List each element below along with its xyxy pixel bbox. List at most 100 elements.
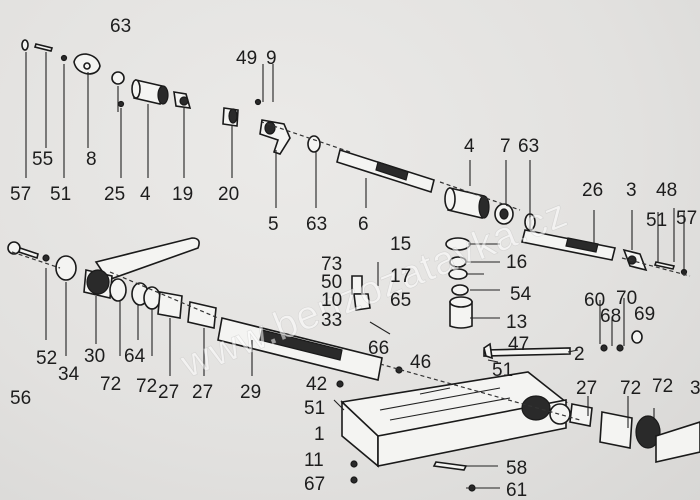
washer-part-52 bbox=[42, 254, 50, 262]
part-label-57a: 57 bbox=[10, 184, 31, 205]
housing-part-1 bbox=[340, 371, 700, 468]
part-label-73: 73 bbox=[321, 254, 342, 275]
bolt-part-55 bbox=[33, 43, 54, 52]
part-label-4a: 4 bbox=[140, 184, 151, 205]
part-label-1: 1 bbox=[314, 424, 325, 445]
bolt-part-51b bbox=[653, 261, 676, 270]
part-label-48: 48 bbox=[656, 180, 677, 201]
bushing-4b-bore bbox=[478, 195, 490, 219]
part-label-42: 42 bbox=[306, 374, 327, 395]
housing-front bbox=[377, 399, 567, 467]
part-label-17: 17 bbox=[390, 266, 411, 287]
part-label-20: 20 bbox=[218, 184, 239, 205]
housing-detail-lines bbox=[379, 387, 511, 421]
bracket-part-33 bbox=[353, 293, 371, 311]
part-label-55: 55 bbox=[32, 149, 53, 170]
part-label-57b: 57 bbox=[676, 208, 697, 229]
part-label-46: 46 bbox=[410, 352, 431, 373]
ring-part-72a bbox=[109, 278, 127, 302]
part-label-3b: 3 bbox=[690, 378, 700, 399]
part-label-52: 52 bbox=[36, 348, 57, 369]
part-label-4b: 4 bbox=[464, 136, 475, 157]
pin-part-49 bbox=[254, 98, 262, 106]
bushing-part-27b bbox=[187, 301, 217, 329]
ring-part-68 bbox=[600, 344, 608, 352]
part-label-63a: 63 bbox=[110, 16, 131, 37]
part-label-2: 2 bbox=[574, 344, 585, 365]
top-left-small-parts bbox=[21, 39, 688, 276]
part-label-26: 26 bbox=[582, 180, 603, 201]
screw-part-11 bbox=[350, 460, 358, 468]
part-label-51c: 51 bbox=[492, 360, 513, 381]
shaft-29-spline bbox=[259, 329, 343, 361]
part-label-70: 70 bbox=[616, 288, 637, 309]
bushing-4b-end bbox=[444, 187, 456, 211]
part-label-25: 25 bbox=[104, 184, 125, 205]
part-label-13: 13 bbox=[506, 312, 527, 333]
lower-small-parts bbox=[336, 366, 476, 492]
part-label-67: 67 bbox=[304, 474, 325, 495]
part-label-61: 61 bbox=[506, 480, 527, 500]
part-label-9: 9 bbox=[266, 48, 277, 69]
ring-part-69 bbox=[631, 330, 643, 344]
part-label-51a: 51 bbox=[50, 184, 71, 205]
ball-part-51 bbox=[60, 54, 68, 62]
washer-part-34 bbox=[55, 255, 77, 281]
lower-left-arm-assembly bbox=[7, 237, 383, 381]
part-label-27a: 27 bbox=[158, 382, 179, 403]
part-label-15: 15 bbox=[390, 234, 411, 255]
part-label-64: 64 bbox=[124, 346, 146, 367]
part-label-63c: 63 bbox=[518, 136, 539, 157]
part-label-27c: 27 bbox=[576, 378, 597, 399]
part-label-19: 19 bbox=[172, 184, 193, 205]
part-label-56: 56 bbox=[10, 388, 31, 409]
bearing-7-bore bbox=[499, 208, 509, 220]
bearing-bore bbox=[228, 108, 238, 124]
link-part-58 bbox=[432, 461, 468, 471]
part-label-72d: 72 bbox=[652, 376, 673, 397]
part-label-49: 49 bbox=[236, 48, 257, 69]
part-label-8: 8 bbox=[86, 149, 97, 170]
shaft-spline bbox=[375, 161, 409, 181]
leader-lines bbox=[11, 52, 691, 489]
hub-part-72c bbox=[599, 411, 633, 449]
part-label-34: 34 bbox=[58, 364, 80, 385]
part-label-63b: 63 bbox=[306, 214, 327, 235]
rod-part-2 bbox=[483, 347, 571, 357]
part-label-5: 5 bbox=[268, 214, 279, 235]
bracket-hole bbox=[179, 96, 189, 106]
cap-hole bbox=[627, 255, 637, 265]
part-label-7: 7 bbox=[500, 136, 511, 157]
part-label-65: 65 bbox=[390, 290, 411, 311]
part-label-27b: 27 bbox=[192, 382, 213, 403]
pin-part-25 bbox=[117, 100, 125, 108]
part-label-47: 47 bbox=[508, 334, 529, 355]
bushing-part-27c bbox=[569, 403, 593, 427]
part-label-72a: 72 bbox=[100, 374, 121, 395]
bushing-part-27a bbox=[157, 291, 183, 319]
part-label-54: 54 bbox=[510, 284, 532, 305]
part-label-58: 58 bbox=[506, 458, 527, 479]
part-label-29: 29 bbox=[240, 382, 261, 403]
part-label-51b: 51 bbox=[646, 210, 667, 231]
housing-bore-right bbox=[549, 403, 571, 425]
lift-arm bbox=[94, 237, 200, 281]
part-label-50: 50 bbox=[321, 272, 342, 293]
bushing-end-dark bbox=[157, 85, 169, 105]
cup-part-13 bbox=[449, 301, 473, 329]
shaft-26-spline bbox=[565, 237, 599, 253]
plate-hole bbox=[83, 62, 91, 70]
part-label-72c: 72 bbox=[620, 378, 641, 399]
ring-part-57 bbox=[21, 39, 29, 51]
part-label-60: 60 bbox=[584, 290, 605, 311]
ring-part-70 bbox=[616, 344, 624, 352]
part-label-51d: 51 bbox=[304, 398, 325, 419]
ring-part-65 bbox=[451, 284, 469, 296]
cup-top bbox=[449, 296, 473, 308]
part-label-30: 30 bbox=[84, 346, 105, 367]
part-label-33: 33 bbox=[321, 310, 342, 331]
washer-part-67 bbox=[350, 476, 358, 484]
